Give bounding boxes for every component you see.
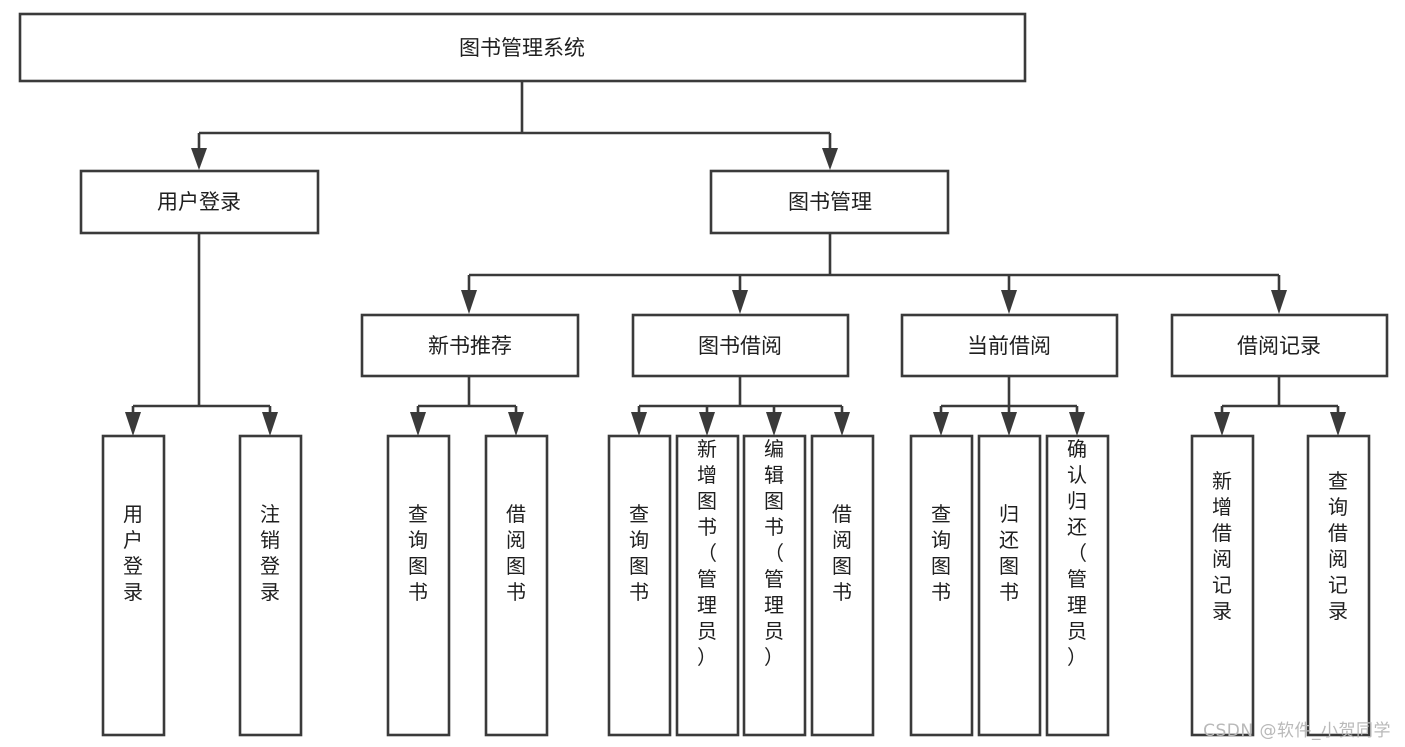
leaf-currentborrow-return-book-box[interactable]	[977, 434, 1042, 737]
leaf-bookborrow-borrow-book-label: 借阅图书	[832, 502, 852, 604]
leaf-user-login[interactable]: 用户登录	[101, 434, 166, 737]
leaf-borrowrecords-add-record-box[interactable]	[1190, 434, 1255, 737]
arrow-head-currentborrow-leaf2	[1001, 412, 1017, 436]
leaf-newbook-borrow-book[interactable]: 借阅图书	[484, 434, 549, 737]
arrow-head-newbook-leaf1	[410, 412, 426, 436]
leaf-bookborrow-edit-book-box[interactable]	[742, 434, 807, 737]
node-borrow-records-label: 借阅记录	[1237, 334, 1321, 358]
leaf-bookborrow-add-book-box[interactable]	[675, 434, 740, 737]
connectors-borrow-records-to-leaves	[1214, 376, 1346, 436]
leaf-newbook-query-book-box[interactable]	[386, 434, 451, 737]
node-user-login[interactable]: 用户登录	[79, 169, 320, 235]
arrow-head-bookborrow-leaf2	[699, 412, 715, 436]
node-borrow-records[interactable]: 借阅记录	[1170, 313, 1389, 378]
arrow-head-currentborrow-leaf3	[1069, 412, 1085, 436]
leaf-newbook-query-book[interactable]: 查询图书	[386, 434, 451, 737]
leaf-borrowrecords-add-record[interactable]: 新增借阅记录	[1190, 434, 1255, 737]
leaf-bookborrow-add-book-label: 新增图书（管理员）	[697, 437, 717, 669]
node-user-login-box[interactable]	[79, 169, 320, 235]
arrow-head-book-borrow	[732, 290, 748, 314]
node-book-borrow[interactable]: 图书借阅	[631, 313, 850, 378]
arrow-head-user-login	[191, 148, 207, 170]
node-current-borrow-box[interactable]	[900, 313, 1119, 378]
leaf-bookborrow-edit-book[interactable]: 编辑图书（管理员）	[742, 434, 807, 737]
node-current-borrow[interactable]: 当前借阅	[900, 313, 1119, 378]
leaf-logout-label: 注销登录	[260, 502, 280, 604]
connectors-current-borrow-to-leaves	[933, 376, 1085, 436]
leaf-borrowrecords-query-record-label: 查询借阅记录	[1328, 469, 1348, 623]
leaf-user-login-label: 用户登录	[123, 502, 143, 604]
arrow-head-leaf-logout	[262, 412, 278, 436]
arrow-head-bookborrow-leaf1	[631, 412, 647, 436]
node-root-system[interactable]: 图书管理系统	[18, 12, 1027, 83]
leaf-bookborrow-edit-book-label: 编辑图书（管理员）	[764, 437, 784, 669]
node-book-management-box[interactable]	[709, 169, 950, 235]
node-book-management[interactable]: 图书管理	[709, 169, 950, 235]
arrow-head-borrowrecords-leaf1	[1214, 412, 1230, 436]
arrow-head-newbook-leaf2	[508, 412, 524, 436]
leaf-bookborrow-borrow-book-box[interactable]	[810, 434, 875, 737]
leaf-currentborrow-confirm-return[interactable]: 确认归还（管理员）	[1045, 434, 1110, 737]
arrow-head-borrowrecords-leaf2	[1330, 412, 1346, 436]
arrow-head-bookborrow-leaf4	[834, 412, 850, 436]
connectors-root-to-level2	[191, 81, 838, 170]
node-book-management-label: 图书管理	[788, 190, 872, 214]
arrow-head-borrow-records	[1271, 290, 1287, 314]
node-root-label: 图书管理系统	[459, 36, 585, 60]
arrow-head-new-book	[461, 290, 477, 314]
node-user-login-label: 用户登录	[157, 190, 241, 214]
node-new-book-recommend-box[interactable]	[360, 313, 580, 378]
arrow-head-current-borrow	[1001, 290, 1017, 314]
leaf-borrowrecords-query-record-box[interactable]	[1306, 434, 1371, 737]
connectors-book-mgmt-to-level3	[461, 233, 1287, 314]
node-new-book-recommend[interactable]: 新书推荐	[360, 313, 580, 378]
connectors-user-login-to-leaves	[125, 233, 278, 436]
node-new-book-recommend-label: 新书推荐	[428, 334, 512, 358]
leaf-user-login-box[interactable]	[101, 434, 166, 737]
node-book-borrow-label: 图书借阅	[698, 334, 782, 358]
connectors-new-book-to-leaves	[410, 376, 524, 436]
leaf-currentborrow-confirm-return-label: 确认归还（管理员）	[1067, 437, 1087, 669]
leaf-logout-box[interactable]	[238, 434, 303, 737]
leaf-currentborrow-query-book-label: 查询图书	[931, 502, 951, 604]
node-borrow-records-box[interactable]	[1170, 313, 1389, 378]
leaf-logout[interactable]: 注销登录	[238, 434, 303, 737]
leaf-newbook-query-book-label: 查询图书	[408, 502, 428, 604]
arrow-head-book-mgmt	[822, 148, 838, 170]
leaf-currentborrow-query-book-box[interactable]	[909, 434, 974, 737]
leaf-currentborrow-return-book[interactable]: 归还图书	[977, 434, 1042, 737]
arrow-head-leaf-user-login	[125, 412, 141, 436]
leaf-currentborrow-query-book[interactable]: 查询图书	[909, 434, 974, 737]
arrow-head-bookborrow-leaf3	[766, 412, 782, 436]
leaf-currentborrow-confirm-return-box[interactable]	[1045, 434, 1110, 737]
leaf-bookborrow-query-book-label: 查询图书	[629, 502, 649, 604]
connectors-book-borrow-to-leaves	[631, 376, 850, 436]
arrow-head-currentborrow-leaf1	[933, 412, 949, 436]
leaf-bookborrow-borrow-book[interactable]: 借阅图书	[810, 434, 875, 737]
node-book-borrow-box[interactable]	[631, 313, 850, 378]
leaf-newbook-borrow-book-box[interactable]	[484, 434, 549, 737]
leaf-currentborrow-return-book-label: 归还图书	[999, 502, 1019, 604]
leaf-bookborrow-add-book[interactable]: 新增图书（管理员）	[675, 434, 740, 737]
node-current-borrow-label: 当前借阅	[967, 334, 1051, 358]
leaf-bookborrow-query-book-box[interactable]	[607, 434, 672, 737]
leaf-newbook-borrow-book-label: 借阅图书	[506, 502, 526, 604]
leaf-borrowrecords-add-record-label: 新增借阅记录	[1212, 469, 1232, 623]
node-root-box[interactable]	[18, 12, 1027, 83]
leaf-bookborrow-query-book[interactable]: 查询图书	[607, 434, 672, 737]
leaf-borrowrecords-query-record[interactable]: 查询借阅记录	[1306, 434, 1371, 737]
